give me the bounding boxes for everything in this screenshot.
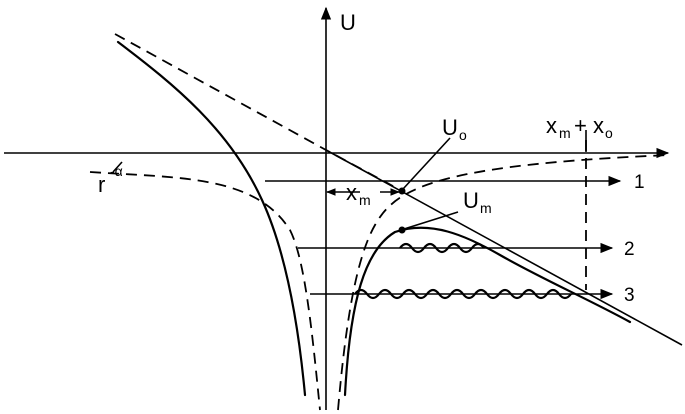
xm-xo-label-plus: + x — [574, 113, 604, 138]
u0-leader — [402, 137, 451, 190]
um-label: U — [463, 188, 479, 213]
level-3-label: 3 — [624, 285, 635, 306]
xm-xo-label-sub2: o — [605, 125, 613, 141]
dashed-potential-curve — [89, 154, 671, 411]
xm-label-sub: m — [359, 192, 371, 208]
u0-label: U — [442, 115, 458, 140]
u-axis-label: U — [340, 10, 356, 35]
r-leader — [112, 161, 123, 173]
level-3-wave — [354, 288, 572, 300]
r-label: r — [98, 172, 105, 197]
u0-label-sub: o — [459, 127, 467, 143]
solid-potential-curve-right — [343, 226, 632, 397]
um-point — [398, 226, 406, 234]
solid-potential-curve — [116, 40, 307, 397]
level-2-wave — [399, 242, 485, 254]
um-label-sub: m — [480, 200, 492, 216]
xm-label: x — [346, 180, 357, 205]
um-leader — [403, 211, 459, 230]
xm-xo-label: x — [546, 113, 557, 138]
level-1-label: 1 — [634, 172, 645, 193]
r-label-sup: -α — [110, 163, 123, 179]
xm-xo-label-sub1: m — [559, 125, 571, 141]
level-2-label: 2 — [624, 239, 635, 260]
